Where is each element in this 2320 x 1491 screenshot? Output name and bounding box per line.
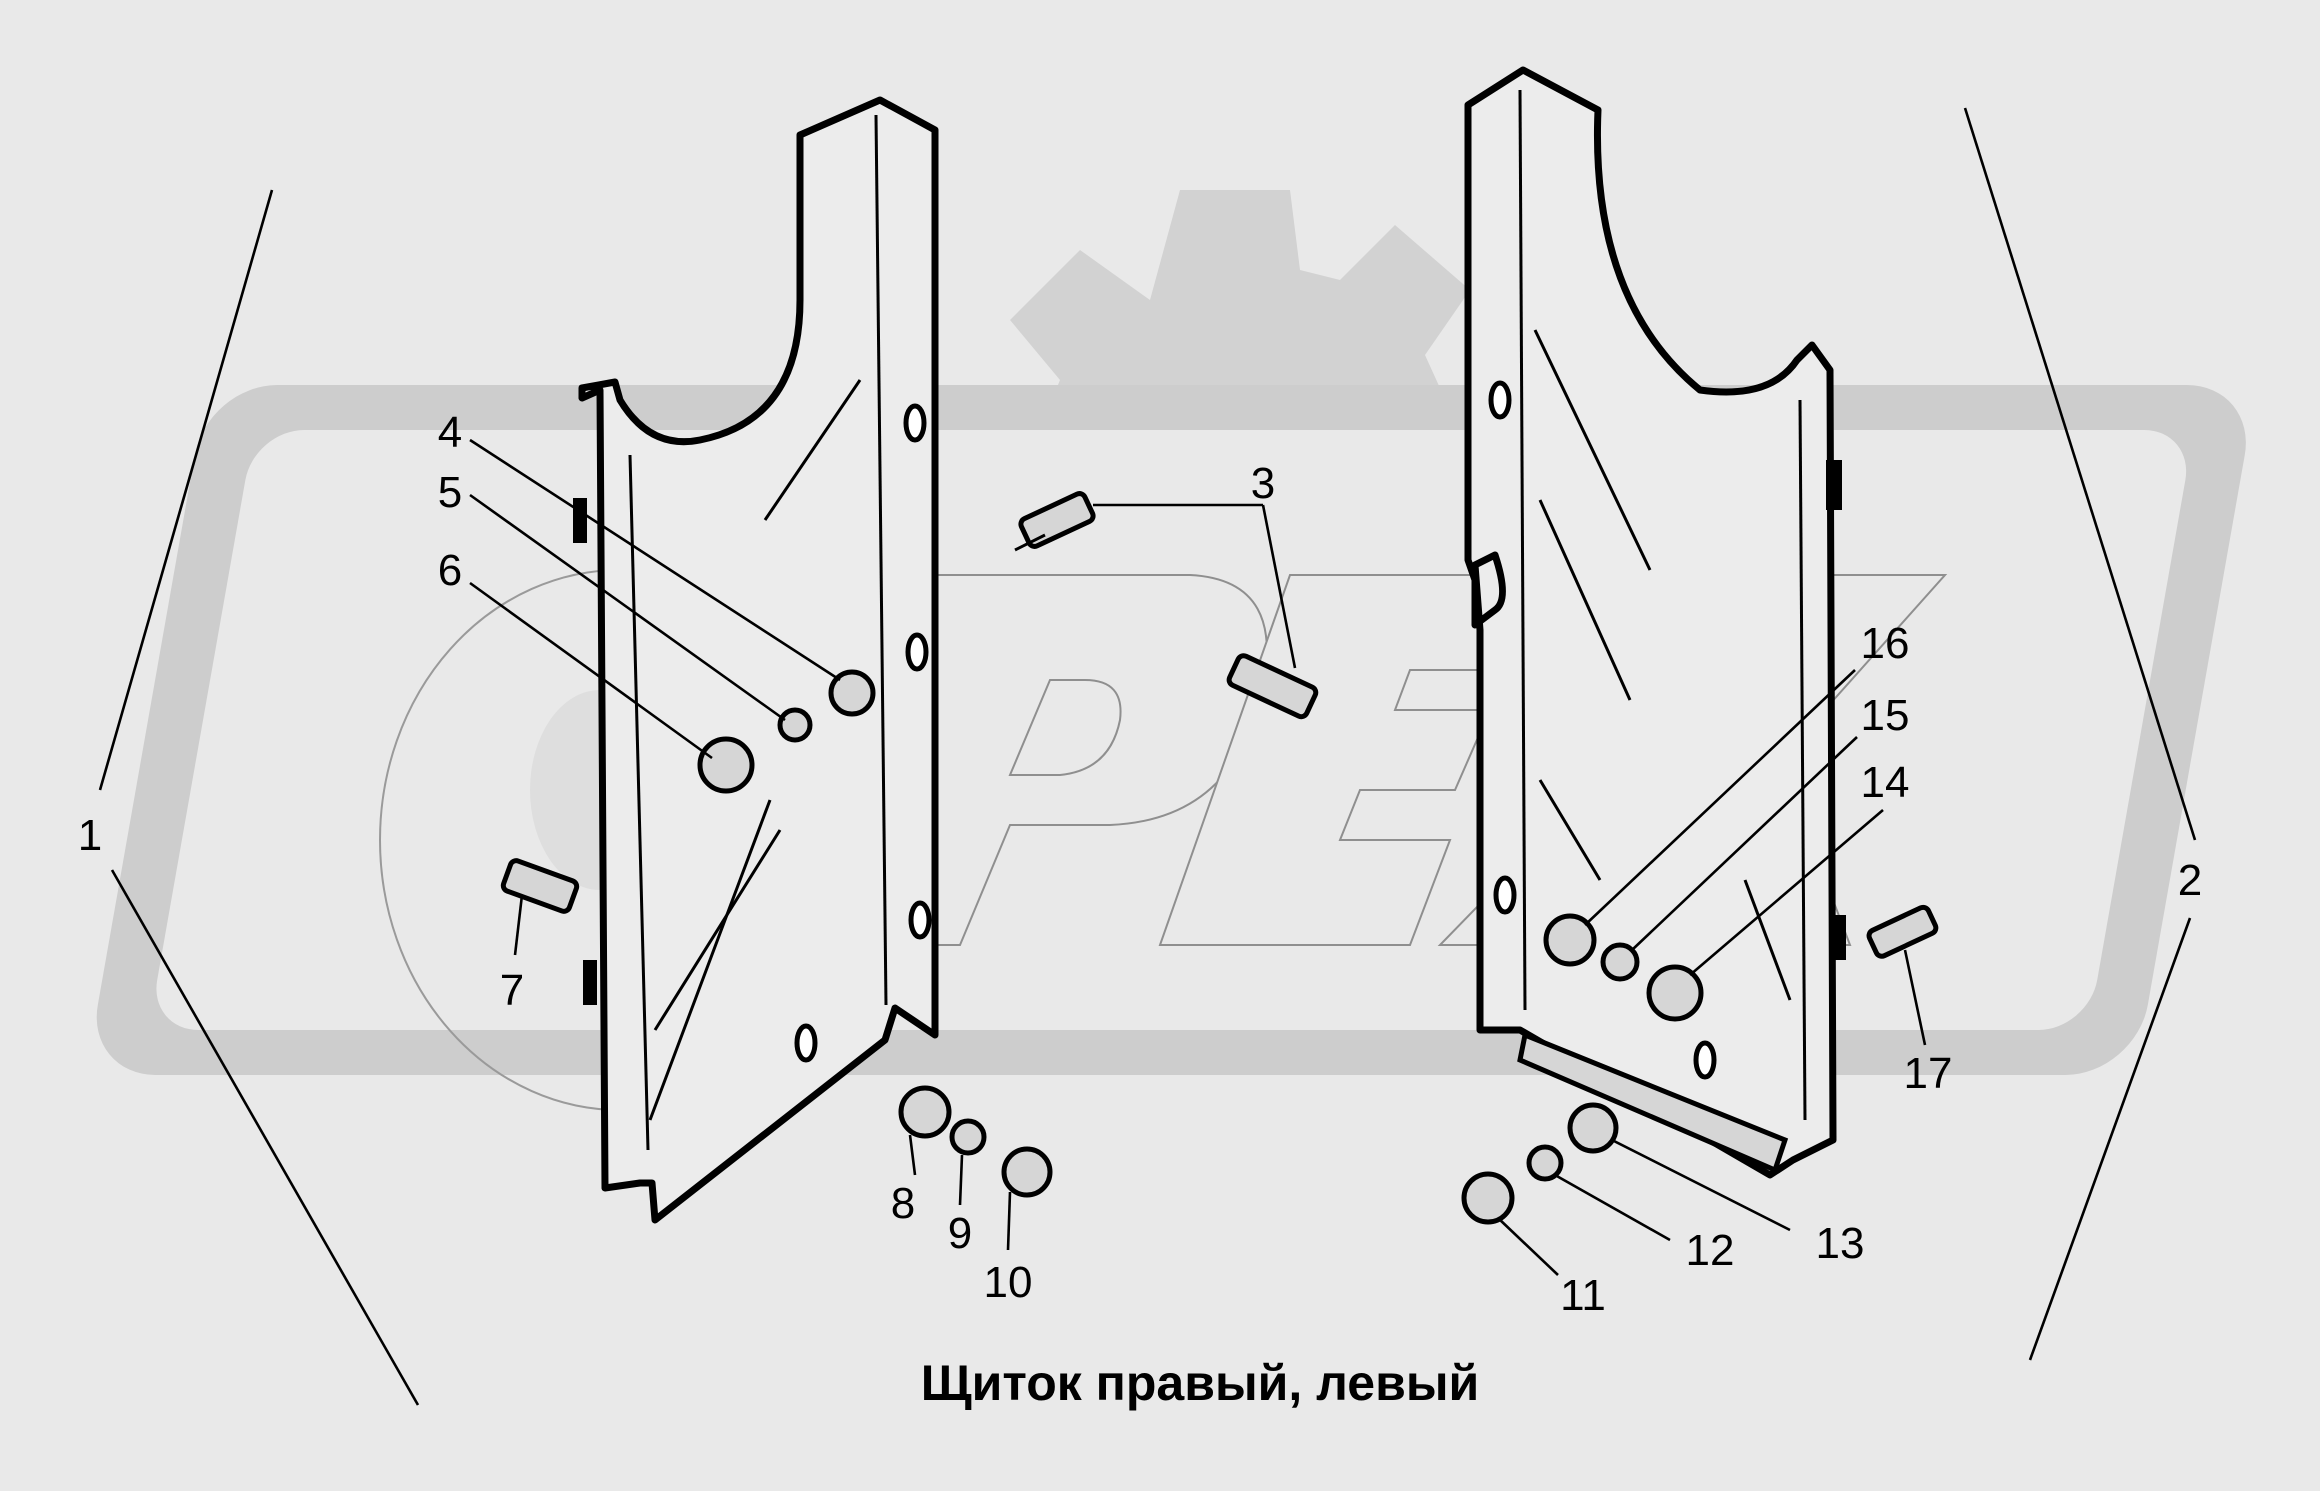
washer-5 [777,707,813,743]
callout-10: 10 [984,1258,1033,1307]
leader-lines [469,438,1927,1276]
left-shield [573,96,939,1224]
washer-8 [898,1085,952,1139]
nut-11 [1461,1171,1515,1225]
bolt-7 [500,858,580,914]
bolt-17 [1866,904,1939,959]
lock-washer-9 [949,1118,987,1156]
bracket-right [1963,107,2197,1361]
callout-3: 3 [1251,459,1275,508]
callout-4: 4 [438,408,462,457]
callouts: 1 2 3 4 5 6 7 8 9 10 11 12 13 14 15 16 1… [78,408,2202,1320]
washer-4 [828,669,876,717]
callout-9: 9 [948,1209,972,1258]
callout-17: 17 [1904,1049,1953,1098]
lock-washer-12 [1526,1144,1564,1182]
callout-14: 14 [1861,758,1910,807]
callout-8: 8 [891,1179,915,1228]
callout-5: 5 [438,468,462,517]
nut-6 [697,736,755,794]
watermark-logo [96,190,2246,1111]
callout-7: 7 [500,966,524,1015]
bracket-left [98,189,420,1406]
callout-16: 16 [1861,619,1910,668]
washer-13 [1567,1102,1619,1154]
bolt-3b [1226,653,1319,720]
callout-13: 13 [1816,1219,1865,1268]
bolt-3a [1014,491,1096,552]
diagram-caption: Щиток правый, левый [921,1355,1480,1411]
nut-14 [1646,964,1704,1022]
callout-2: 2 [2178,856,2202,905]
callout-6: 6 [438,546,462,595]
right-shield [1464,66,1846,1179]
washer-16 [1543,913,1597,967]
callout-15: 15 [1861,691,1910,740]
callout-11: 11 [1560,1271,1606,1320]
callout-12: 12 [1686,1226,1735,1275]
callout-1: 1 [78,811,102,860]
washer-15 [1600,942,1640,982]
nut-10 [1001,1146,1053,1198]
